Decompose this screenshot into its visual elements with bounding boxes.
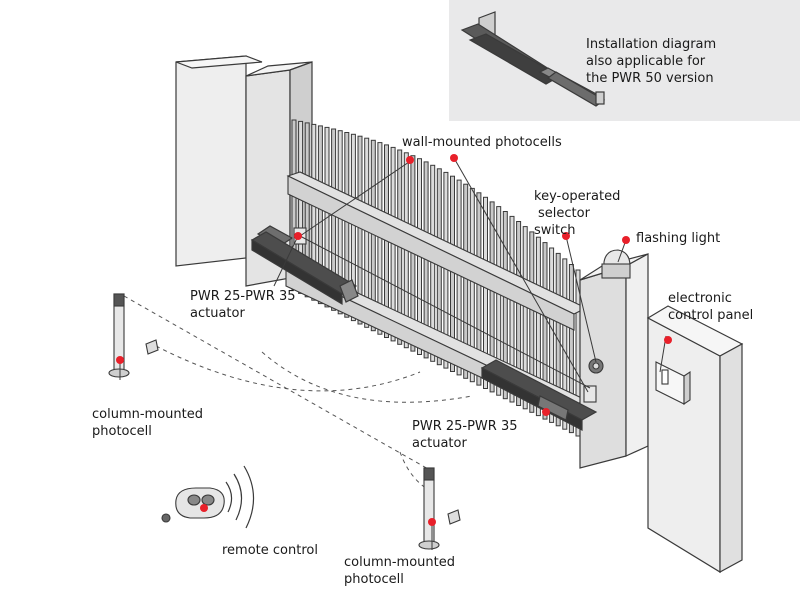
flashing-light bbox=[601, 249, 631, 279]
gate-bar bbox=[568, 264, 574, 434]
dot-column-photocell-left bbox=[116, 356, 124, 364]
inset-actuator-illustration bbox=[460, 11, 606, 107]
dot-actuator-left bbox=[294, 232, 302, 240]
label-line: photocell bbox=[92, 424, 152, 439]
gate-bar bbox=[489, 201, 495, 393]
label-line: photocell bbox=[344, 572, 404, 587]
gate-bar bbox=[529, 231, 535, 413]
label-column-photocell-right: column-mounted photocell bbox=[344, 554, 455, 588]
gate-bar bbox=[502, 211, 508, 400]
gate-bar bbox=[337, 130, 343, 315]
dot-remote-control bbox=[200, 504, 208, 512]
dot-actuator-right bbox=[542, 408, 550, 416]
label-actuator-left: PWR 25-PWR 35 actuator bbox=[190, 288, 296, 322]
actuator-left-illustration bbox=[250, 225, 359, 306]
gate-bar bbox=[331, 128, 337, 311]
label-line: control panel bbox=[668, 308, 754, 323]
label-key-selector: key-operated selector switch bbox=[534, 188, 620, 239]
gate-bar bbox=[311, 123, 317, 301]
label-line: switch bbox=[534, 223, 576, 238]
column-photocell-right bbox=[418, 467, 461, 550]
label-line: column-mounted bbox=[344, 555, 455, 570]
gate-bar bbox=[350, 133, 356, 322]
label-remote-control: remote control bbox=[222, 543, 318, 558]
inset-caption-line: the PWR 50 version bbox=[586, 71, 714, 86]
dot-wall-photocell-right bbox=[450, 154, 458, 162]
label-line: actuator bbox=[412, 436, 467, 451]
gate-bar bbox=[522, 226, 528, 410]
photocell-beams bbox=[299, 157, 591, 393]
label-flashing-light: flashing light bbox=[636, 231, 721, 246]
gate-bar bbox=[509, 215, 515, 403]
label-line: selector bbox=[538, 206, 590, 221]
gate-bar bbox=[483, 196, 488, 389]
gate-bar bbox=[535, 236, 541, 417]
gate-bar bbox=[549, 247, 555, 423]
label-column-photocell-left: column-mounted photocell bbox=[92, 406, 203, 440]
right-pillar bbox=[579, 252, 649, 469]
remote-control-illustration bbox=[161, 487, 225, 523]
column-photocell-left bbox=[108, 293, 159, 378]
actuator-right-illustration bbox=[480, 359, 598, 431]
dot-wall-photocell-left bbox=[406, 156, 414, 164]
inset-caption: Installation diagram also applicable for… bbox=[586, 36, 786, 87]
gate-bar bbox=[344, 132, 350, 318]
label-line: column-mounted bbox=[92, 407, 203, 422]
gate-bar bbox=[463, 183, 469, 379]
label-line: key-operated bbox=[534, 189, 621, 204]
dot-column-photocell-right bbox=[428, 518, 436, 526]
dot-key-selector bbox=[562, 232, 570, 240]
dot-flashing-light bbox=[622, 236, 630, 244]
gate-bar bbox=[317, 125, 323, 305]
dot-control-panel bbox=[664, 336, 672, 344]
callout-dots bbox=[116, 154, 672, 526]
gate-bar bbox=[450, 175, 455, 372]
gate-bar bbox=[469, 187, 475, 383]
remote-signal-waves bbox=[225, 465, 255, 529]
gate-bar bbox=[562, 258, 568, 430]
inset-caption-line: also applicable for bbox=[586, 54, 706, 69]
gate-bars bbox=[291, 119, 581, 437]
gate-bar bbox=[456, 179, 462, 376]
gate-bar bbox=[304, 122, 310, 298]
control-panel-box bbox=[655, 361, 691, 406]
key-selector-switch bbox=[588, 358, 604, 374]
label-control-panel: electronic control panel bbox=[668, 290, 753, 324]
label-line: electronic bbox=[668, 291, 732, 306]
gate-bar bbox=[357, 135, 363, 325]
label-line: actuator bbox=[190, 306, 245, 321]
gate-bar bbox=[476, 192, 482, 386]
inset-caption-line: Installation diagram bbox=[586, 37, 717, 52]
label-actuator-right: PWR 25-PWR 35 actuator bbox=[412, 418, 518, 452]
right-wall bbox=[646, 305, 744, 574]
gate-bar bbox=[496, 206, 502, 396]
label-line: PWR 25-PWR 35 bbox=[190, 289, 296, 304]
label-wall-photocells: wall-mounted photocells bbox=[402, 135, 562, 150]
gate-bar bbox=[542, 242, 548, 420]
gate-bar bbox=[516, 221, 522, 406]
label-line: PWR 25-PWR 35 bbox=[412, 419, 518, 434]
